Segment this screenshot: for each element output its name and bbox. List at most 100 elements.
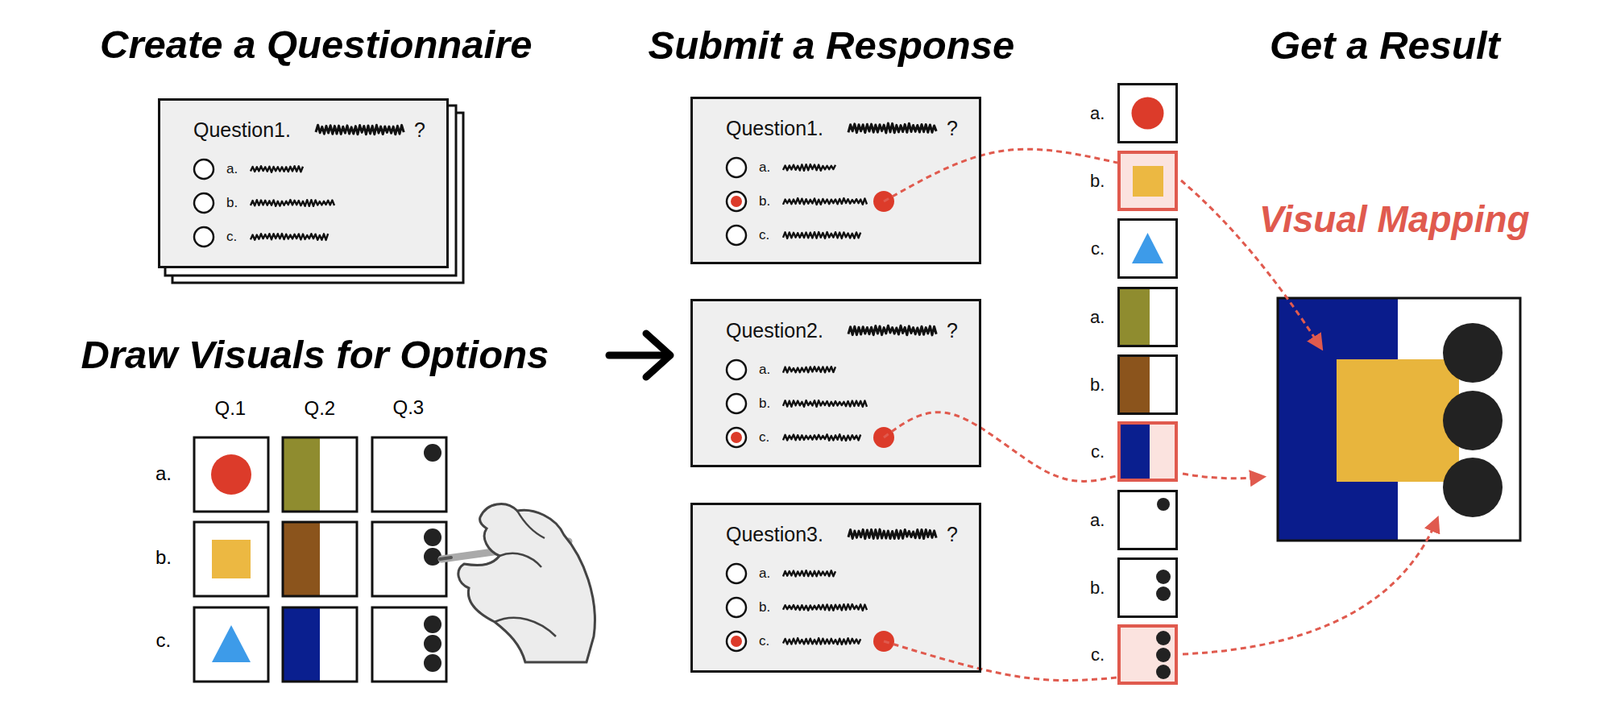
question-title: Question3. — [725, 522, 824, 547]
radio-button — [726, 563, 747, 584]
black-dot — [423, 615, 442, 634]
option-swatch: a. — [1117, 286, 1178, 348]
radio-button — [194, 193, 214, 213]
scribble — [783, 570, 836, 577]
option-letter: b. — [758, 395, 771, 412]
black-dot — [423, 443, 442, 462]
flow-arrowhead — [646, 333, 671, 378]
navy-bar — [1117, 421, 1150, 482]
option-letter: a. — [226, 161, 238, 178]
scribble — [250, 233, 328, 241]
brown-bar — [1117, 354, 1150, 415]
option-letter: a. — [1088, 103, 1107, 125]
finger-line — [517, 510, 545, 539]
selected-swatch-bg — [1117, 150, 1178, 212]
question-mark: ? — [946, 318, 958, 343]
option-letter: c. — [758, 633, 770, 650]
finger-line — [499, 553, 542, 568]
option-letter: c. — [1089, 644, 1107, 666]
option-row: c. — [724, 627, 884, 655]
visual-grid — [194, 437, 447, 682]
hand-outline — [458, 504, 596, 663]
olive-bar — [1117, 286, 1150, 348]
option-row: a. — [724, 559, 884, 588]
question-mark: ? — [946, 522, 958, 547]
option-row: a. — [724, 153, 884, 182]
question-title: Question1. — [725, 116, 824, 141]
mapping-arrow — [1182, 518, 1438, 655]
scribble — [783, 366, 836, 373]
scribble — [250, 165, 303, 173]
grid-cell-bg — [372, 437, 447, 512]
flow-arrow — [609, 352, 668, 360]
question-card: a.b.c.Question1.? — [690, 96, 982, 265]
section-heading: Draw Visuals for Options — [81, 331, 550, 379]
scribble — [848, 325, 937, 336]
option-swatch: b. — [1117, 354, 1178, 415]
option-row: a. — [724, 356, 884, 384]
annotation-label: Visual Mapping — [1259, 197, 1530, 242]
radio-button — [726, 157, 747, 178]
question-title: Question2. — [725, 318, 824, 343]
blue-triangle — [211, 625, 251, 663]
card-background — [157, 98, 449, 269]
dotted-connector — [883, 412, 1118, 482]
grid-cell-bg — [194, 607, 269, 682]
radio-button — [726, 225, 747, 245]
row-label: a. — [155, 462, 172, 486]
radio-button — [726, 597, 747, 618]
result-dot — [1442, 323, 1503, 383]
result-dot — [1442, 390, 1503, 451]
option-letter: b. — [1088, 170, 1107, 192]
option-letter: b. — [1088, 374, 1107, 396]
option-row: b. — [724, 593, 884, 622]
question-card: a.b.c.Question2.? — [690, 298, 982, 468]
scribble — [848, 123, 937, 133]
radio-button — [726, 393, 747, 414]
scribble — [783, 434, 861, 441]
option-swatch: c. — [1117, 218, 1178, 279]
grid-cell-bg — [282, 437, 357, 512]
radio-button — [726, 360, 747, 380]
radio-selected — [730, 195, 742, 208]
grid-cell — [282, 607, 357, 682]
grid-cell — [282, 437, 357, 512]
option-swatch: a. — [1117, 489, 1178, 551]
option-letter: c. — [758, 227, 770, 244]
grid-cell-bg — [194, 437, 269, 512]
question-title: Question1. — [193, 117, 291, 142]
option-row: b. — [724, 389, 884, 418]
section-heading: Get a Result — [1269, 21, 1501, 70]
grid-cell — [282, 522, 357, 597]
option-swatch: c. — [1117, 421, 1178, 482]
black-dot — [1156, 586, 1171, 602]
option-letter: c. — [226, 228, 237, 245]
option-letter: a. — [1088, 306, 1107, 328]
option-row: b. — [191, 189, 352, 217]
column-label: Q.3 — [393, 396, 425, 420]
option-letter: b. — [758, 193, 771, 210]
radio-selected — [730, 635, 742, 647]
black-dot — [1156, 647, 1171, 663]
option-letter: c. — [1089, 238, 1107, 260]
mapping-arrow — [1182, 473, 1264, 479]
option-swatch: a. — [1117, 82, 1178, 144]
grid-cell — [372, 607, 447, 682]
blue-triangle — [1131, 232, 1164, 264]
scribble — [250, 199, 335, 207]
grid-cell-bg — [372, 522, 447, 597]
black-dot — [423, 528, 442, 547]
option-letter: c. — [1089, 441, 1107, 463]
card-background — [690, 298, 982, 468]
red-circle — [1131, 97, 1165, 130]
row-label: b. — [155, 546, 172, 570]
row-label: c. — [156, 629, 172, 653]
black-dot — [1156, 664, 1171, 680]
pen-tip — [439, 557, 452, 560]
dotted-connector — [883, 149, 1118, 202]
